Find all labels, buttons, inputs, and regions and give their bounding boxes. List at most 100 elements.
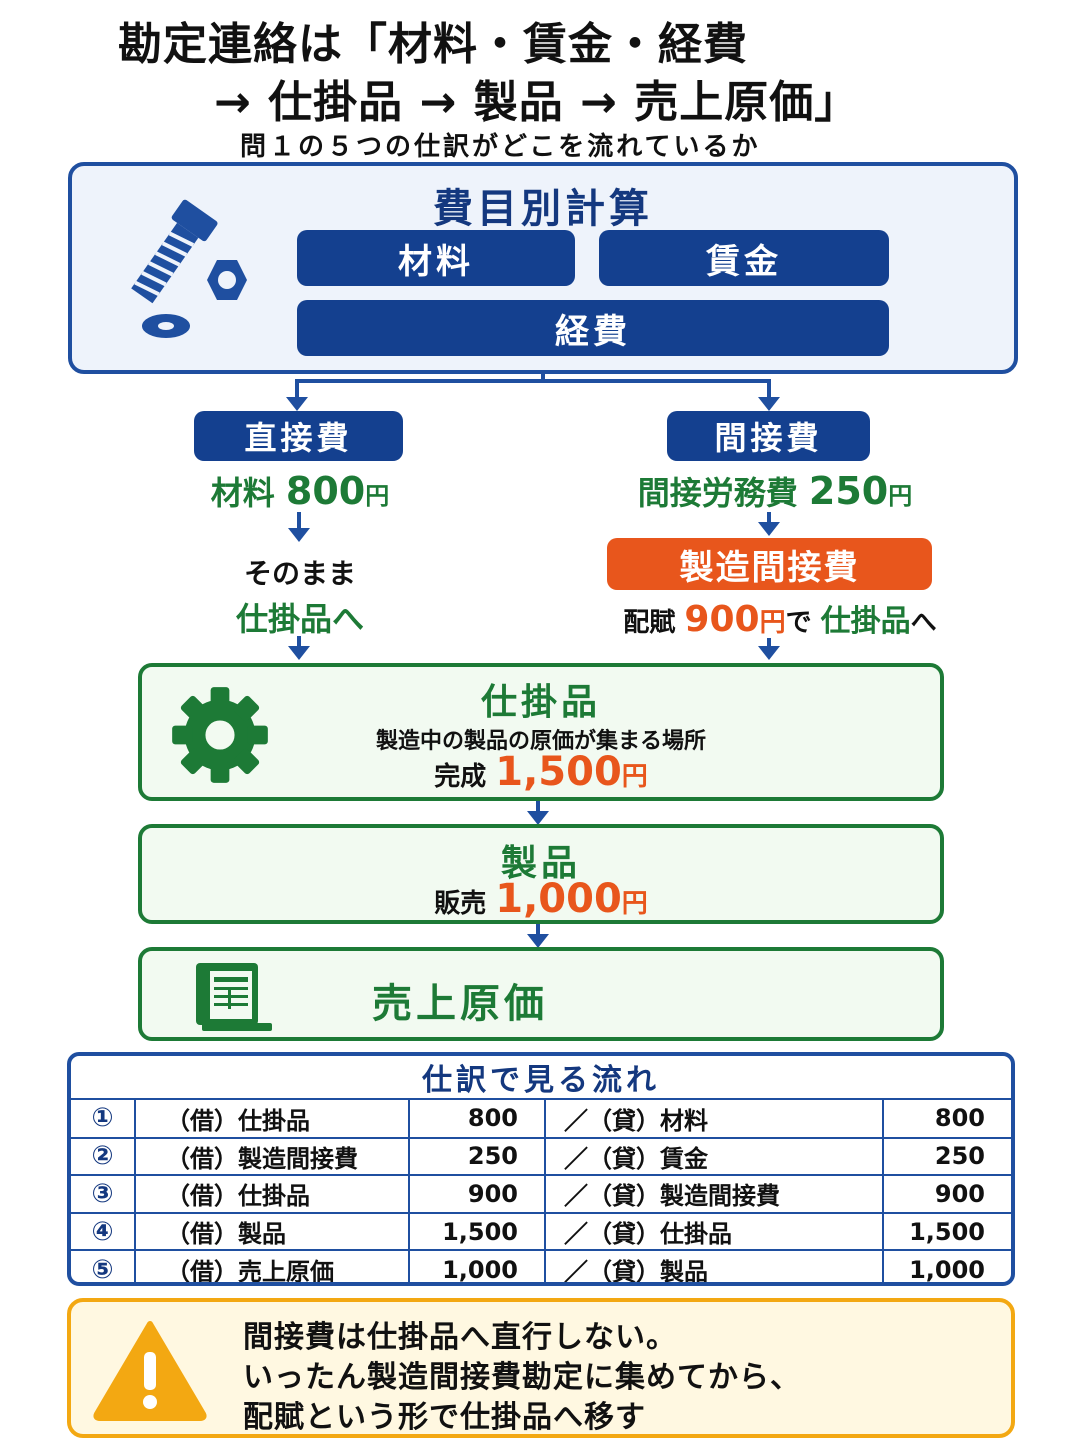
alloc-amount: 900 [684, 599, 760, 640]
direct-note-2: 仕掛品へ [235, 600, 364, 638]
warning-icon [93, 1321, 207, 1421]
mfg-overhead-pill: 製造間接費 [607, 538, 932, 590]
alloc-mid: で [785, 608, 812, 638]
direct-unit: 円 [365, 482, 390, 510]
direct-materials-amount: 材料 800円 [140, 468, 460, 514]
direct-item: 材料 [210, 474, 275, 512]
arrow-indirect2-head [758, 646, 780, 660]
wip-complete-line: 完成 1,500円 [142, 749, 940, 795]
warning-line-2: いったん製造間接費勘定に集めてから、 [243, 1360, 801, 1395]
expenses-pill: 経費 [297, 300, 889, 356]
indirect-item: 間接労務費 [637, 474, 798, 512]
title-line-1: 勘定連絡は「材料・賃金・経費 [118, 19, 748, 70]
arrow-wip-head [527, 811, 549, 825]
credit-amount: 250 [883, 1136, 1011, 1176]
cogs-box: 売上原価 [138, 947, 944, 1041]
cogs-title: 売上原価 [372, 981, 548, 1027]
materials-pill: 材料 [297, 230, 575, 286]
entry-number: ⑤ [71, 1249, 136, 1282]
indirect-unit: 円 [888, 482, 913, 510]
product-label: 販売 [434, 889, 487, 919]
credit-amount: 800 [934, 1104, 985, 1133]
entry-number: ④ [71, 1211, 136, 1251]
wip-unit: 円 [621, 762, 648, 792]
arrow-indirect-stem [767, 512, 771, 524]
arrow-indirect-head [758, 522, 780, 536]
credit-account: ／（貸）仕掛品 [545, 1211, 884, 1251]
arrow-left-head [286, 397, 308, 411]
warning-line-3: 配賦という形で仕掛品へ移す [243, 1400, 646, 1435]
entry-number: ③ [71, 1174, 136, 1213]
debit-account: （借）製造間接費 [135, 1136, 410, 1176]
alloc-unit: 円 [759, 608, 786, 638]
arrow-direct2-head [288, 646, 310, 660]
arrow-right-stem [767, 379, 771, 399]
alloc-suffix: へ [910, 608, 937, 638]
ledger-book-icon [196, 963, 272, 1031]
cost-calc-box: 費目別計算 材料 賃金 経費 [68, 162, 1018, 374]
debit-amount: 250 [409, 1136, 546, 1176]
credit-amount: 1,000 [883, 1249, 1011, 1282]
wages-pill: 賃金 [599, 230, 889, 286]
warning-box: 間接費は仕掛品へ直行しない。 いったん製造間接費勘定に集めてから、 配賦という形… [67, 1298, 1015, 1438]
wip-amount: 1,500 [495, 749, 622, 795]
debit-amount: 1,500 [409, 1211, 546, 1251]
allocation-line: 配賦 900円で 仕掛品へ [580, 596, 980, 640]
direct-cost-pill: 直接費 [194, 411, 403, 461]
arrow-product-stem [536, 924, 540, 936]
credit-account: ／（貸）材料 [545, 1100, 884, 1138]
product-box: 製品 販売 1,000円 [138, 824, 944, 924]
alloc-prefix: 配賦 [623, 608, 676, 638]
credit-account: ／（貸）賃金 [545, 1136, 884, 1176]
arrow-right-head [758, 397, 780, 411]
branch-stem [541, 374, 545, 382]
credit-amount: 1,500 [883, 1211, 1011, 1251]
indirect-amount: 250 [808, 469, 889, 513]
arrow-wip-stem [536, 801, 540, 813]
direct-amount: 800 [285, 469, 366, 513]
credit-account: ／（貸）製品 [545, 1249, 884, 1282]
product-unit: 円 [621, 889, 648, 919]
entry-number: ① [71, 1100, 136, 1138]
gear-icon [172, 687, 268, 783]
arrow-direct2-stem [297, 636, 301, 648]
debit-account: （借）仕掛品 [135, 1100, 410, 1138]
debit-amount: 1,000 [409, 1249, 546, 1282]
debit-account: （借）売上原価 [135, 1249, 410, 1282]
credit-account: ／（貸）製造間接費 [545, 1174, 884, 1213]
title-line-2: → 仕掛品 → 製品 → 売上原価」 [214, 77, 860, 128]
alloc-target: 仕掛品 [820, 604, 911, 639]
debit-amount: 800 [409, 1100, 546, 1138]
arrow-product-head [527, 934, 549, 948]
direct-note-1: そのまま [243, 557, 356, 590]
product-sales-line: 販売 1,000円 [142, 876, 940, 922]
wip-label: 完成 [434, 762, 487, 792]
subtitle: 問１の５つの仕訳がどこを流れているか [240, 132, 761, 162]
bolt-nut-icon [131, 199, 247, 338]
warning-line-1: 間接費は仕掛品へ直行しない。 [243, 1320, 677, 1355]
entry-number: ② [71, 1136, 136, 1176]
debit-account: （借）仕掛品 [135, 1174, 410, 1213]
arrow-indirect2-stem [767, 638, 771, 648]
debit-amount: 900 [409, 1174, 546, 1213]
product-amount: 1,000 [495, 876, 622, 922]
wip-box: 仕掛品 製造中の製品の原価が集まる場所 完成 1,500円 [138, 663, 944, 801]
indirect-cost-pill: 間接費 [667, 411, 870, 461]
arrow-direct-stem [297, 512, 301, 530]
arrow-left-stem [295, 379, 299, 399]
credit-amount: 900 [883, 1174, 1011, 1213]
indirect-labor-amount: 間接労務費 250円 [600, 468, 950, 514]
wip-desc: 製造中の製品の原価が集まる場所 [375, 729, 706, 754]
journal-title: 仕訳で見る流れ [71, 1056, 1011, 1100]
cost-calc-title: 費目別計算 [433, 186, 653, 232]
branch-bar [295, 379, 771, 383]
arrow-direct-head [288, 528, 310, 542]
product-title: 製品 [500, 843, 581, 884]
